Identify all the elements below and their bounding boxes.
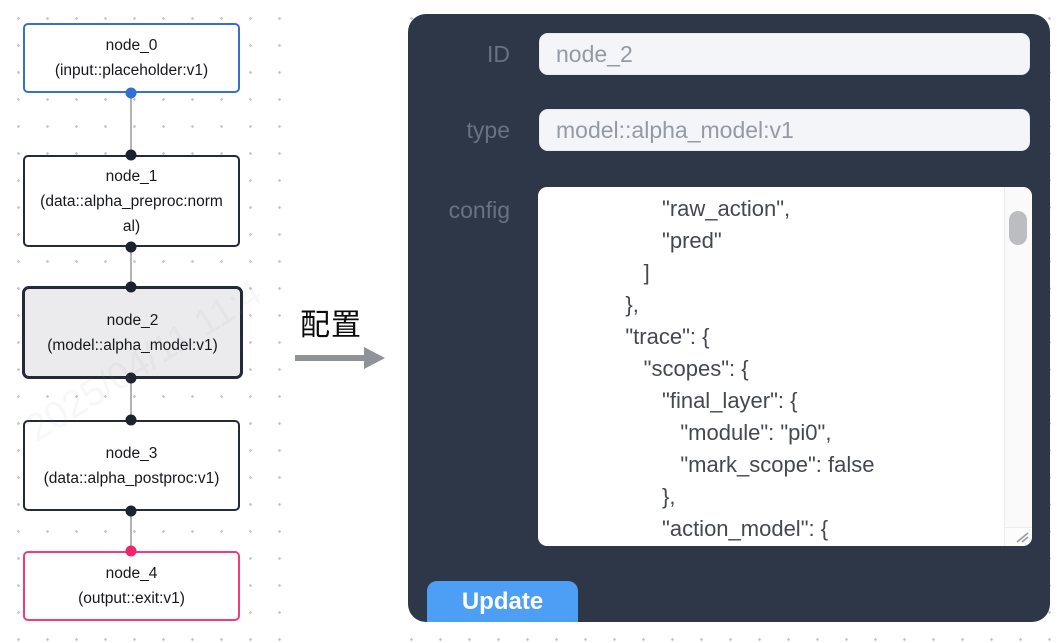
flow-node-node_4[interactable]: node_4 (output::exit:v1) xyxy=(23,551,240,621)
node-sublabel: (model::alpha_model:v1) xyxy=(47,336,218,354)
config-textarea[interactable]: "raw_action", "pred" ] }, "trace": { "sc… xyxy=(538,187,1032,546)
right-arrow-icon xyxy=(295,347,385,369)
node-label: node_0 xyxy=(105,37,158,54)
port-node_3-input[interactable] xyxy=(125,414,137,426)
port-node_2-input[interactable] xyxy=(125,281,137,293)
port-node_4-input[interactable] xyxy=(125,545,137,557)
edge-node_2-node_3 xyxy=(130,378,132,420)
edge-node_0-node_1 xyxy=(130,93,132,155)
node-sublabel: (data::alpha_preproc:normal) xyxy=(40,192,223,235)
config-resize-corner[interactable] xyxy=(1004,527,1032,546)
node-sublabel: (data::alpha_postproc:v1) xyxy=(43,469,220,487)
port-node_1-input[interactable] xyxy=(125,149,137,161)
type-input[interactable] xyxy=(539,109,1030,151)
flow-node-node_1[interactable]: node_1 (data::alpha_preproc:normal) xyxy=(23,155,240,247)
node-config-panel: ID type config "raw_action", "pred" ] },… xyxy=(408,14,1050,622)
flow-node-node_3[interactable]: node_3 (data::alpha_postproc:v1) xyxy=(23,420,240,511)
port-node_2-output[interactable] xyxy=(125,372,137,384)
flow-node-node_0[interactable]: node_0 (input::placeholder:v1) xyxy=(23,23,240,93)
port-node_0-output[interactable] xyxy=(125,87,137,99)
node-label: node_3 xyxy=(105,444,158,462)
id-field-label: ID xyxy=(487,41,510,67)
transition-annotation: 配置 xyxy=(294,300,390,374)
config-scrollbar-track[interactable] xyxy=(1004,187,1032,528)
node-label: node_4 xyxy=(105,565,158,582)
update-button[interactable]: Update xyxy=(427,581,578,622)
type-field-label: type xyxy=(466,117,510,143)
node-sublabel: (input::placeholder:v1) xyxy=(54,62,209,79)
node-label: node_1 xyxy=(105,167,158,185)
flow-node-node_2-selected[interactable]: node_2 (model::alpha_model:v1) xyxy=(22,286,243,379)
port-node_1-output[interactable] xyxy=(125,241,137,253)
edge-node_1-node_2 xyxy=(130,247,132,287)
resize-handle-icon xyxy=(1016,532,1029,543)
edge-node_3-node_4 xyxy=(130,511,132,551)
config-scrollbar-thumb[interactable] xyxy=(1009,211,1027,245)
transition-label: 配置 xyxy=(300,309,362,342)
id-input[interactable] xyxy=(539,33,1030,75)
node-label: node_2 xyxy=(106,311,159,329)
node-sublabel: (output::exit:v1) xyxy=(78,590,185,607)
config-json-text: "raw_action", "pred" ] }, "trace": { "sc… xyxy=(625,196,875,541)
port-node_3-output[interactable] xyxy=(125,505,137,517)
config-field-label: config xyxy=(448,197,510,223)
